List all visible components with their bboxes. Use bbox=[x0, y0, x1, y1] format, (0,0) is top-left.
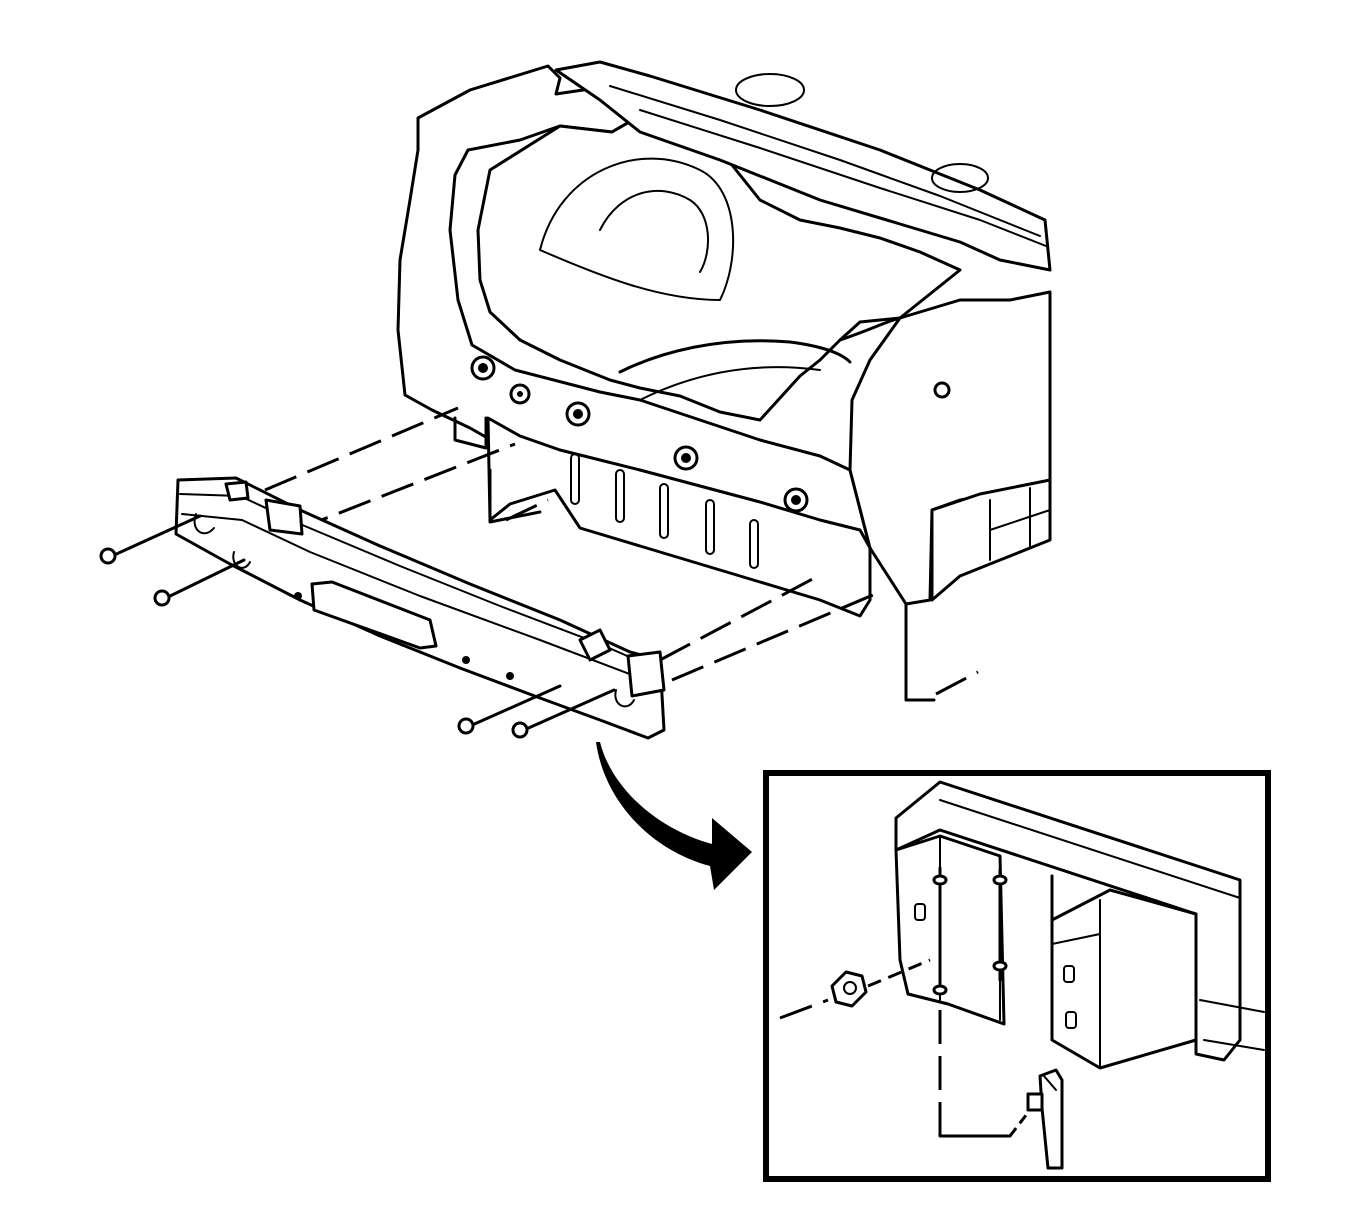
right-wheelhouse-arch bbox=[618, 316, 902, 374]
bolt bbox=[99, 514, 202, 565]
bolt bbox=[153, 558, 246, 607]
detail-callout-arrow bbox=[596, 742, 752, 890]
spare-tire-well bbox=[539, 157, 735, 301]
vehicle-rear-body-structure bbox=[396, 60, 1052, 702]
alignment-lines bbox=[264, 406, 979, 696]
impact-bar-body bbox=[174, 476, 666, 740]
trunk-floor-pan bbox=[476, 108, 962, 422]
bolt bbox=[511, 688, 616, 739]
access-hole bbox=[735, 73, 805, 107]
impact-bar-recess bbox=[310, 580, 438, 650]
rear-bumper-impact-bar bbox=[174, 476, 666, 740]
inset-right-bracket bbox=[1050, 888, 1198, 1070]
rear-end-lower-panel bbox=[486, 416, 872, 618]
access-hole bbox=[931, 163, 989, 193]
impact-bar-brackets bbox=[224, 480, 666, 698]
panel-slots bbox=[570, 453, 759, 569]
inset-nut bbox=[830, 970, 868, 1008]
inset-left-bracket bbox=[894, 834, 1006, 1026]
bolt bbox=[457, 684, 562, 735]
inset-impact-bar bbox=[894, 780, 1242, 1062]
inset-retainer-clip bbox=[1026, 1068, 1064, 1170]
inset-detail-view bbox=[763, 770, 1271, 1182]
rear-upper-crossmember bbox=[554, 60, 1052, 272]
mounting-holes bbox=[470, 355, 951, 513]
bolts bbox=[99, 514, 616, 739]
